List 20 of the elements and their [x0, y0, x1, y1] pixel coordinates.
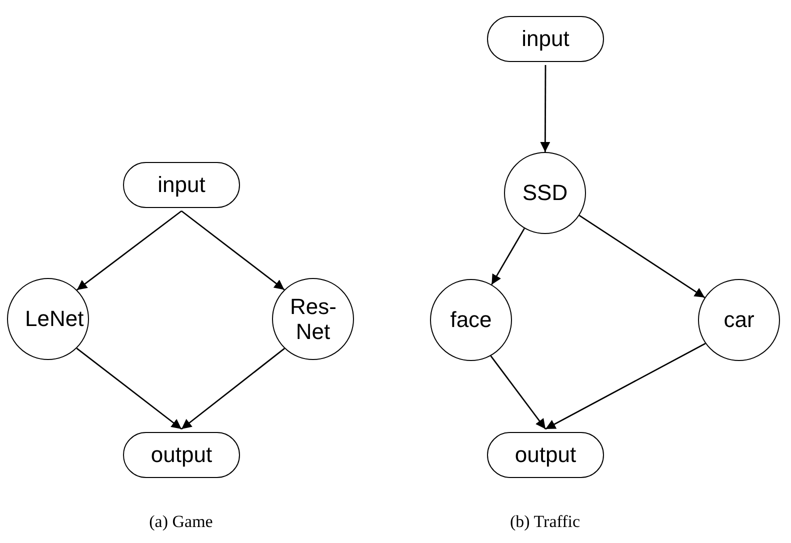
arrow: [181, 348, 285, 430]
terminal-box: output: [123, 432, 240, 478]
arrow: [490, 355, 546, 430]
model-circle: SSD: [504, 152, 586, 234]
terminal-box: input: [123, 162, 240, 208]
arrow: [76, 348, 182, 430]
arrow: [491, 228, 525, 285]
model-circle: car: [698, 279, 780, 361]
model-circle: LeNet: [7, 278, 89, 360]
arrow: [540, 65, 550, 152]
model-circle: Res-Net: [272, 278, 354, 360]
arrow: [545, 342, 706, 430]
caption: (b) Traffic: [510, 512, 580, 532]
terminal-box: input: [487, 16, 604, 62]
model-circle: face: [430, 279, 512, 361]
arrow: [578, 214, 706, 298]
terminal-box: output: [487, 432, 604, 478]
arrow: [181, 210, 285, 290]
caption: (a) Game: [149, 512, 213, 532]
arrow: [76, 210, 182, 291]
